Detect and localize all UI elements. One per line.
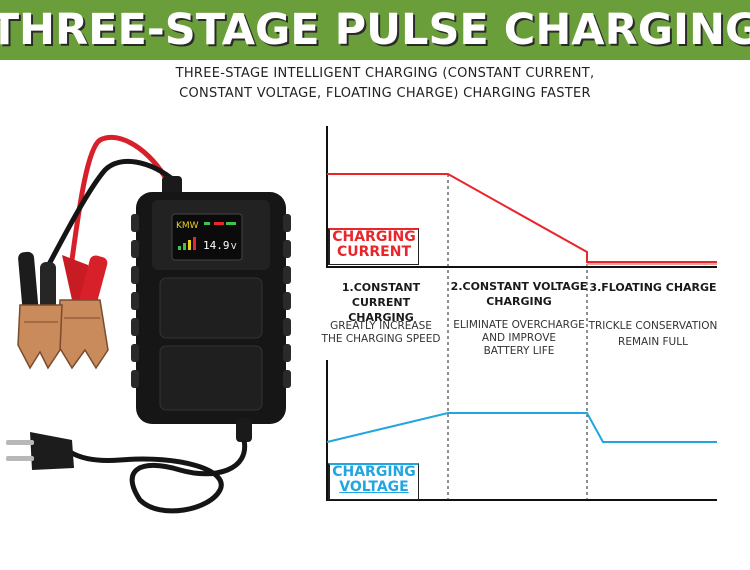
stage-1-title: 1.CONSTANT CURRENT CHARGING	[311, 280, 451, 325]
stage-3-title-line-1: 3.FLOATING CHARGE	[589, 281, 717, 294]
current-label-line-1: CHARGING	[332, 229, 416, 245]
lcd-display: KMW 14.9 V	[171, 213, 243, 261]
current-curve	[327, 173, 717, 263]
cable-strain-relief-bottom	[236, 418, 252, 442]
red-clamp	[57, 255, 109, 370]
stage-2-title: 2.CONSTANT VOLTAGE CHARGING	[449, 279, 589, 309]
stage-1-description: GREATLY INCREASE THE CHARGING SPEED	[311, 320, 451, 346]
power-cable	[68, 439, 248, 514]
stage-2-desc-line-1: ELIMINATE OVERCHARGE	[453, 319, 585, 331]
charger-illustration: KMW 14.9 V	[6, 134, 291, 514]
charging-current-label: CHARGING CURRENT	[328, 228, 419, 265]
stage-1-title-line-1: 1.CONSTANT CURRENT	[341, 281, 421, 309]
stage-2-desc-line-3: BATTERY LIFE	[483, 345, 555, 357]
stage-3-title: 3.FLOATING CHARGE	[588, 280, 718, 295]
subtitle-line-2: CONSTANT VOLTAGE, FLOATING CHARGE) CHARG…	[179, 86, 591, 101]
stage-3-desc-line-1: TRICKLE CONSERVATION	[588, 320, 718, 332]
black-cable	[43, 158, 178, 272]
lcd-value: 14.9	[203, 239, 230, 252]
banner-title: THREE-STAGE PULSE CHARGING	[0, 5, 750, 55]
stage-1-desc-line-2: THE CHARGING SPEED	[321, 333, 441, 345]
stage-1-desc-line-1: GREATLY INCREASE	[330, 320, 432, 332]
stage-2-desc-line-2: AND IMPROVE	[481, 332, 557, 344]
charging-voltage-label: CHARGING VOLTAGE	[328, 463, 419, 500]
stage-2-description: ELIMINATE OVERCHARGE AND IMPROVE BATTERY…	[449, 319, 589, 358]
voltage-label-line-1: CHARGING	[332, 464, 416, 480]
stage-1-title-line-2: CHARGING	[348, 311, 414, 324]
subtitle-line-1: THREE-STAGE INTELLIGENT CHARGING (CONSTA…	[175, 66, 595, 81]
stage-3-desc-line-2: REMAIN FULL	[618, 336, 688, 348]
power-plug	[6, 432, 74, 470]
black-clamp	[17, 251, 63, 370]
current-label-line-2: CURRENT	[336, 244, 412, 260]
signal-bars-icon	[178, 237, 196, 250]
voltage-label-line-2: VOLTAGE	[339, 479, 409, 495]
stage-2-title-line-2: CHARGING	[486, 295, 552, 308]
header-banner: THREE-STAGE PULSE CHARGING	[0, 0, 750, 60]
stage-2-title-line-1: 2.CONSTANT VOLTAGE	[450, 280, 588, 293]
voltage-curve	[326, 412, 717, 443]
lcd-brand: KMW	[176, 221, 199, 231]
cable-strain-relief-top	[162, 176, 182, 196]
stage-3-description: TRICKLE CONSERVATION REMAIN FULL	[586, 320, 720, 349]
lcd-unit: V	[231, 242, 237, 251]
